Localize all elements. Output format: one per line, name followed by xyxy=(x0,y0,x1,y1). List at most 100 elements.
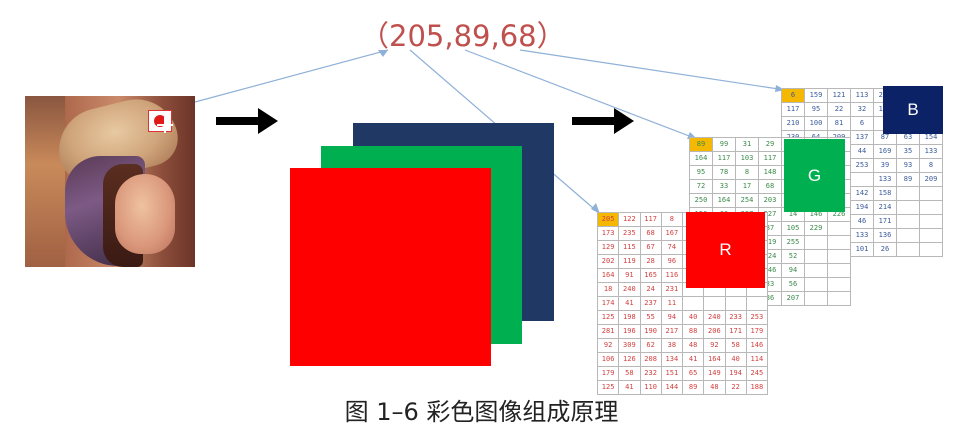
grid-cell: 101 xyxy=(850,242,874,257)
grid-cell: 94 xyxy=(660,310,684,325)
photo-background xyxy=(25,96,65,267)
grid-cell: 137 xyxy=(850,130,874,145)
grid-cell: 173 xyxy=(596,226,620,241)
arrowhead-label xyxy=(378,50,388,57)
grid-cell: 92 xyxy=(596,338,620,353)
grid-cell: 231 xyxy=(660,282,684,297)
pixel-marker-icon xyxy=(148,110,173,133)
pixel-dot xyxy=(154,115,173,133)
grid-cell: 253 xyxy=(850,158,874,173)
pixel-cross-vertical xyxy=(164,117,166,133)
grid-cell: 159 xyxy=(804,88,828,103)
grid-cell: 133 xyxy=(850,228,874,243)
grid-cell: 142 xyxy=(850,186,874,201)
grid-cell: 122 xyxy=(618,212,641,227)
grid-cell: 105 xyxy=(781,221,805,236)
grid-cell: 39 xyxy=(873,158,897,173)
grid-cell: 188 xyxy=(745,380,769,395)
grid-cell: 88 xyxy=(681,324,705,339)
grid-cell: 209 xyxy=(919,172,943,187)
grid-cell xyxy=(827,221,851,236)
red-channel-plane xyxy=(290,168,491,366)
grid-cell: 217 xyxy=(660,324,684,339)
grid-cell: 198 xyxy=(618,310,641,325)
grid-cell xyxy=(827,263,851,278)
grid-cell: 165 xyxy=(639,268,662,283)
grid-cell: 229 xyxy=(804,221,828,236)
grid-cell xyxy=(896,214,920,229)
grid-cell: 196 xyxy=(618,324,641,339)
grid-cell: 237 xyxy=(639,296,662,311)
grid-cell: 58 xyxy=(724,338,747,353)
grid-cell: 91 xyxy=(618,268,641,283)
grid-cell: 190 xyxy=(639,324,662,339)
grid-cell: 6 xyxy=(781,88,805,103)
color-photo xyxy=(25,96,195,267)
grid-cell: 6 xyxy=(850,116,874,131)
grid-cell: 164 xyxy=(596,268,620,283)
grid-cell: 117 xyxy=(781,102,805,117)
green-channel-label: G xyxy=(784,139,845,212)
grid-cell: 164 xyxy=(712,193,736,208)
grid-cell xyxy=(827,291,851,306)
grid-cell xyxy=(827,277,851,292)
grid-cell: 134 xyxy=(660,352,684,367)
grid-cell: 232 xyxy=(639,366,662,381)
grid-cell: 133 xyxy=(919,144,943,159)
grid-cell xyxy=(919,242,943,257)
grid-cell xyxy=(804,277,828,292)
grid-cell: 55 xyxy=(639,310,662,325)
grid-cell: 11 xyxy=(660,296,684,311)
grid-cell xyxy=(896,200,920,215)
grid-cell: 144 xyxy=(660,380,684,395)
grid-cell: 146 xyxy=(745,338,769,353)
grid-cell: 44 xyxy=(850,144,874,159)
photo-face xyxy=(115,174,175,254)
grid-cell: 202 xyxy=(596,254,620,269)
grid-cell: 56 xyxy=(781,277,805,292)
grid-cell: 194 xyxy=(724,366,747,381)
grid-cell: 113 xyxy=(850,88,874,103)
grid-cell: 171 xyxy=(724,324,747,339)
grid-cell: 92 xyxy=(703,338,726,353)
grid-cell xyxy=(827,235,851,250)
grid-cell: 115 xyxy=(618,240,641,255)
grid-cell xyxy=(827,249,851,264)
grid-cell: 245 xyxy=(745,366,769,381)
grid-cell: 114 xyxy=(745,352,769,367)
grid-cell: 67 xyxy=(639,240,662,255)
grid-cell xyxy=(804,249,828,264)
grid-cell: 89 xyxy=(689,137,713,152)
grid-cell: 74 xyxy=(660,240,684,255)
grid-cell: 22 xyxy=(827,102,851,117)
grid-cell: 96 xyxy=(660,254,684,269)
grid-cell: 194 xyxy=(850,200,874,215)
grid-cell: 151 xyxy=(660,366,684,381)
grid-cell xyxy=(919,186,943,201)
grid-cell: 254 xyxy=(735,193,759,208)
right-arrow-icon xyxy=(572,108,634,134)
grid-cell: 125 xyxy=(596,310,620,325)
grid-cell xyxy=(896,228,920,243)
grid-cell: 253 xyxy=(745,310,769,325)
grid-cell xyxy=(703,296,726,311)
grid-cell: 126 xyxy=(618,352,641,367)
grid-cell: 41 xyxy=(618,296,641,311)
grid-cell: 94 xyxy=(781,263,805,278)
grid-cell: 48 xyxy=(681,338,705,353)
grid-cell: 52 xyxy=(781,249,805,264)
grid-cell: 206 xyxy=(703,324,726,339)
blue-channel-label: B xyxy=(883,86,943,134)
grid-cell: 129 xyxy=(596,240,620,255)
grid-cell: 179 xyxy=(596,366,620,381)
grid-cell: 93 xyxy=(896,158,920,173)
grid-cell: 117 xyxy=(712,151,736,166)
grid-cell: 35 xyxy=(896,144,920,159)
grid-cell: 103 xyxy=(735,151,759,166)
grid-cell: 32 xyxy=(850,102,874,117)
grid-cell: 78 xyxy=(712,165,736,180)
